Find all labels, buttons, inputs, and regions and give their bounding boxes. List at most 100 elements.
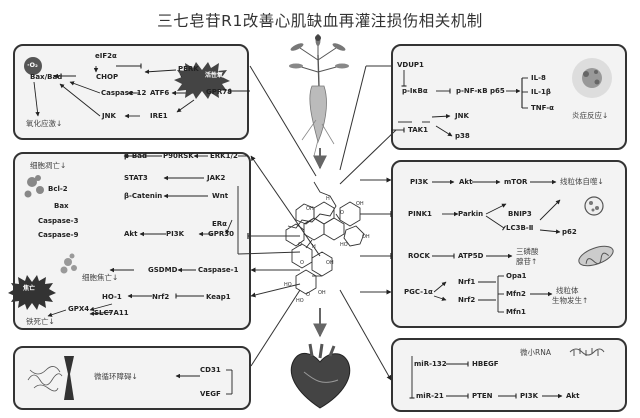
node-p-bad: p-Bad bbox=[124, 152, 147, 160]
node-p38: p38 bbox=[455, 132, 470, 140]
node-pi3k-br: PI3K bbox=[520, 392, 539, 400]
ros-text: ·O₂ bbox=[27, 61, 38, 69]
node-rock: ROCK bbox=[408, 252, 430, 260]
apoptotic-cell-icon bbox=[24, 175, 44, 198]
svg-text:OH: OH bbox=[318, 290, 326, 296]
svg-text:H: H bbox=[326, 196, 330, 202]
panel-mitochondria bbox=[391, 160, 627, 328]
node-era: ERα bbox=[212, 220, 227, 228]
node-gpx4: GPX4 bbox=[68, 305, 90, 313]
node-nrf2-mr: Nrf2 bbox=[458, 296, 476, 304]
node-parkin: Parkin bbox=[458, 210, 484, 218]
node-p90rsk: P90RSK bbox=[163, 152, 194, 160]
oxidative-burst-icon bbox=[174, 62, 230, 99]
node-vdup1: VDUP1 bbox=[397, 61, 424, 69]
node-bnip3: BNIP3 bbox=[508, 210, 532, 218]
svg-text:OH: OH bbox=[306, 206, 314, 212]
node-pi3k-mr: PI3K bbox=[410, 178, 429, 186]
node-gsdmd: GSDMD bbox=[148, 266, 178, 274]
blood-vessel-icon bbox=[64, 356, 74, 400]
node-cd31: CD31 bbox=[200, 366, 221, 374]
inflammation-cell-icon bbox=[572, 58, 612, 98]
protein-caspase3: Caspase-3 bbox=[38, 217, 79, 225]
svg-text:O: O bbox=[298, 242, 302, 248]
node-jnk-tr: JNK bbox=[455, 112, 469, 120]
label-pyroptosis: 细胞焦亡↓ bbox=[82, 273, 119, 282]
mitochondrion-icon bbox=[578, 245, 614, 267]
figure-title: 三七皂苷R1改善心肌缺血再灌注损伤相关机制 bbox=[157, 12, 483, 30]
notoginsenoside-structure-icon bbox=[285, 181, 365, 295]
dying-cell-cluster-icon bbox=[60, 253, 77, 274]
node-caspase12: Caspase-12 bbox=[101, 89, 147, 97]
node-pten: PTEN bbox=[472, 392, 493, 400]
node-opa1: Opa1 bbox=[506, 272, 527, 280]
node-pink1: PINK1 bbox=[408, 210, 432, 218]
node-jak2: JAK2 bbox=[207, 174, 226, 182]
svg-text:OH: OH bbox=[362, 234, 370, 240]
node-p62: p62 bbox=[562, 228, 577, 236]
node-wnt: Wnt bbox=[212, 192, 229, 200]
panel-microcirculation bbox=[13, 346, 251, 410]
protein-bax: Bax bbox=[54, 202, 69, 210]
node-akt-mr: Akt bbox=[459, 178, 473, 186]
svg-text:HO: HO bbox=[284, 282, 292, 288]
node-slc7a11: SLC7A11 bbox=[94, 309, 129, 317]
node-lc3b: LC3B-Ⅱ bbox=[506, 224, 534, 232]
label-oxidative-stress: 氧化应激↓ bbox=[26, 119, 63, 128]
node-gpr30: GPR30 bbox=[208, 230, 235, 238]
svg-text:OH: OH bbox=[356, 201, 364, 207]
svg-text:O: O bbox=[306, 292, 310, 298]
node-ire1: IRE1 bbox=[150, 112, 168, 120]
svg-text:O: O bbox=[340, 210, 344, 216]
node-pi3k: PI3K bbox=[166, 230, 185, 238]
node-mtor: mTOR bbox=[504, 178, 528, 186]
pyro-badge-text: 焦亡 bbox=[23, 285, 36, 292]
node-atp5d: ATP5D bbox=[458, 252, 484, 260]
svg-text:O: O bbox=[300, 260, 304, 266]
label-apoptosis: 细胞凋亡↓ bbox=[30, 161, 67, 170]
node-akt-br: Akt bbox=[566, 392, 580, 400]
ros-icon bbox=[24, 57, 42, 75]
node-pgc1a: PGC-1α bbox=[404, 288, 433, 296]
node-stat3: STAT3 bbox=[124, 174, 148, 182]
thrombus-icon bbox=[27, 366, 63, 392]
node-mir21: miR-21 bbox=[416, 392, 444, 400]
svg-text:OH: OH bbox=[326, 260, 334, 266]
node-p-ikba: p-IκBα bbox=[402, 87, 428, 95]
svg-text:HO: HO bbox=[340, 242, 348, 248]
panel-cell-death bbox=[13, 152, 251, 330]
node-akt: Akt bbox=[124, 230, 138, 238]
node-il1b: IL-1β bbox=[531, 88, 551, 96]
node-atf6: ATF6 bbox=[150, 89, 170, 97]
node-ho1: HO-1 bbox=[102, 293, 122, 301]
node-keap1: Keap1 bbox=[206, 293, 231, 301]
heart-icon bbox=[290, 343, 351, 409]
node-chop: CHOP bbox=[96, 73, 119, 81]
node-bax-bad: Bax/Bad bbox=[30, 73, 63, 81]
rna-strand-icon bbox=[569, 348, 605, 356]
node-caspase1: Caspase-1 bbox=[198, 266, 239, 274]
label-atp-1: 三磷酸 bbox=[516, 247, 539, 256]
label-atp-2: 腺苷↑ bbox=[516, 257, 538, 266]
node-nrf2: Nrf2 bbox=[152, 293, 170, 301]
label-biogenesis-2: 生物发生↑ bbox=[552, 296, 589, 305]
label-inflammation: 炎症反应↓ bbox=[572, 111, 609, 120]
label-biogenesis-1: 线粒体 bbox=[556, 286, 579, 295]
node-gpr78: GPR78 bbox=[206, 88, 233, 96]
node-mir132: miR-132 bbox=[414, 360, 447, 368]
node-il8: IL-8 bbox=[531, 74, 546, 82]
node-nrf1: Nrf1 bbox=[458, 278, 476, 286]
node-mfn2: Mfn2 bbox=[506, 290, 526, 298]
ginseng-plant-icon bbox=[289, 34, 349, 157]
svg-text:HO: HO bbox=[296, 298, 304, 304]
node-hbegf: HBEGF bbox=[472, 360, 499, 368]
node-tnfa: TNF-α bbox=[531, 104, 554, 112]
protein-bcl2: Bcl-2 bbox=[48, 185, 68, 193]
node-eif2a: eIF2α bbox=[95, 52, 117, 60]
node-jnk: JNK bbox=[102, 112, 116, 120]
label-ferroptosis: 铁死亡↓ bbox=[26, 317, 55, 326]
node-tak1: TAK1 bbox=[408, 126, 428, 134]
protein-caspase9: Caspase-9 bbox=[38, 231, 79, 239]
